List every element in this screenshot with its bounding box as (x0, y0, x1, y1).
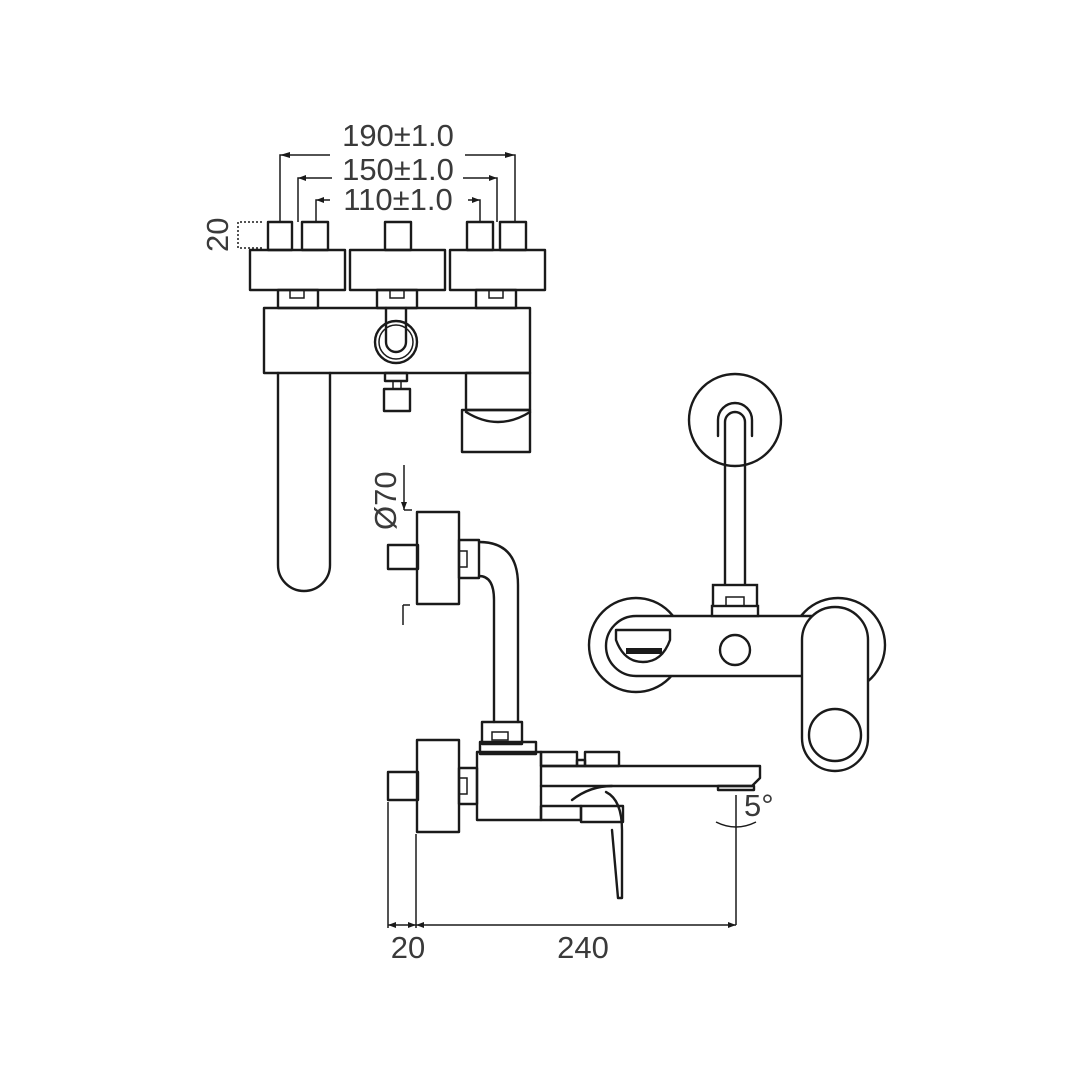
dim-150: 150±1.0 (342, 152, 454, 187)
dim-angle-5: 5° (744, 788, 774, 823)
dim-190: 190±1.0 (342, 118, 454, 153)
dim-240: 240 (557, 930, 609, 965)
dim-110: 110±1.0 (343, 182, 453, 217)
top-dimension-lines (279, 152, 516, 222)
dim-diameter-70: Ø70 (368, 471, 403, 530)
dim-20-bottom: 20 (391, 930, 425, 965)
top-view: 190±1.0 150±1.0 110±1.0 20 (200, 118, 547, 593)
side-view: Ø70 5° (368, 465, 774, 965)
dim-20-top: 20 (200, 218, 235, 252)
front-view (587, 372, 887, 773)
